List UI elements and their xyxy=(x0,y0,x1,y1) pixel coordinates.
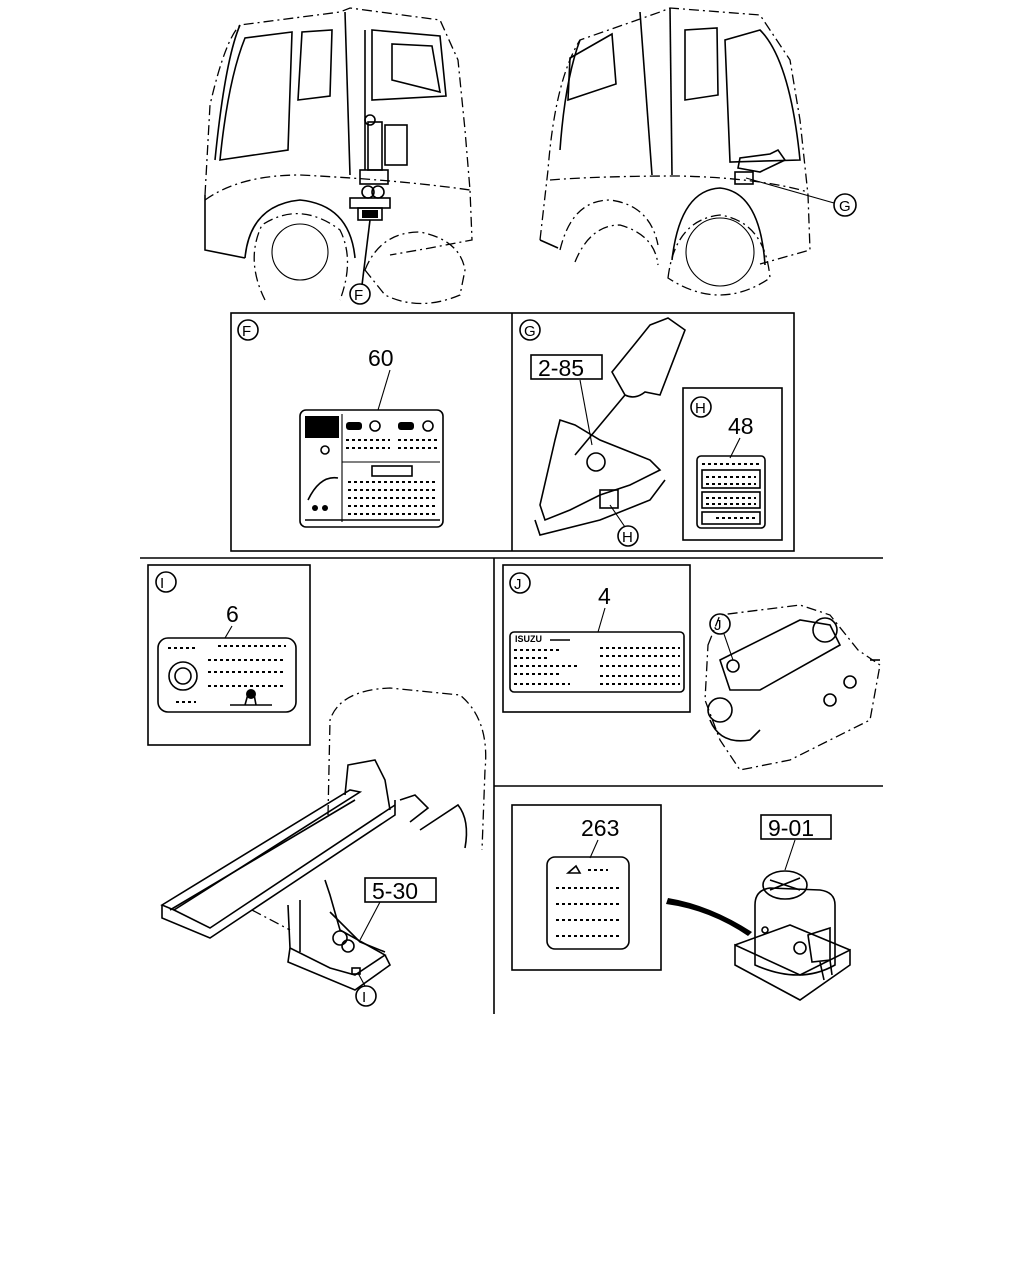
part-box-9-01 xyxy=(760,814,832,840)
detail-I: I 6 xyxy=(147,564,311,746)
label-4-sticker xyxy=(509,631,685,693)
label-48-sticker xyxy=(696,455,766,529)
part-number-48: 48 xyxy=(728,413,754,439)
detail-J-box xyxy=(502,564,691,713)
detail-I-box xyxy=(147,564,311,746)
part-number-4: 4 xyxy=(598,583,611,609)
label-4-brand: ISUZU xyxy=(515,634,542,644)
part-number-60: 60 xyxy=(368,345,394,371)
part-number-9-01: 9-01 xyxy=(768,815,814,841)
part-box-2-85 xyxy=(530,354,603,380)
label-6-sticker xyxy=(157,637,297,713)
part-box-5-30 xyxy=(364,877,437,903)
frame-with-jack-bracket: 5-30 I xyxy=(160,687,487,1007)
label-263-sticker xyxy=(546,856,630,950)
part-number-2-85: 2-85 xyxy=(538,355,584,381)
callout-J-label: J xyxy=(714,617,722,634)
detail-H-box xyxy=(682,387,783,541)
callout-H-detail-label: H xyxy=(695,400,706,417)
detail-263-box xyxy=(511,804,662,971)
detail-F: F 60 xyxy=(237,319,444,528)
callout-G-detail-label: G xyxy=(524,323,536,340)
part-number-5-30: 5-30 xyxy=(372,878,418,904)
detail-263: 263 xyxy=(511,804,752,971)
detail-J: J 4 ISUZU xyxy=(502,564,691,713)
label-60-sticker xyxy=(299,409,444,528)
bottle-jack: 9-01 xyxy=(734,814,851,1001)
truck-cab-right-view: G xyxy=(539,7,857,296)
callout-G-label: G xyxy=(839,198,851,215)
part-number-6: 6 xyxy=(226,601,239,627)
truck-cab-left-view: F xyxy=(204,7,473,305)
transmission-assembly: J xyxy=(704,604,881,771)
detail-G: G 2-85 H H 48 xyxy=(519,317,783,547)
part-number-263: 263 xyxy=(581,815,619,841)
callout-J-detail-label: J xyxy=(514,576,522,593)
callout-H-label: H xyxy=(622,529,633,546)
callout-I-label: I xyxy=(362,989,366,1006)
callout-I-detail-label: I xyxy=(160,575,164,592)
callout-F-label: F xyxy=(354,287,363,304)
callout-F-detail-label: F xyxy=(242,323,251,340)
